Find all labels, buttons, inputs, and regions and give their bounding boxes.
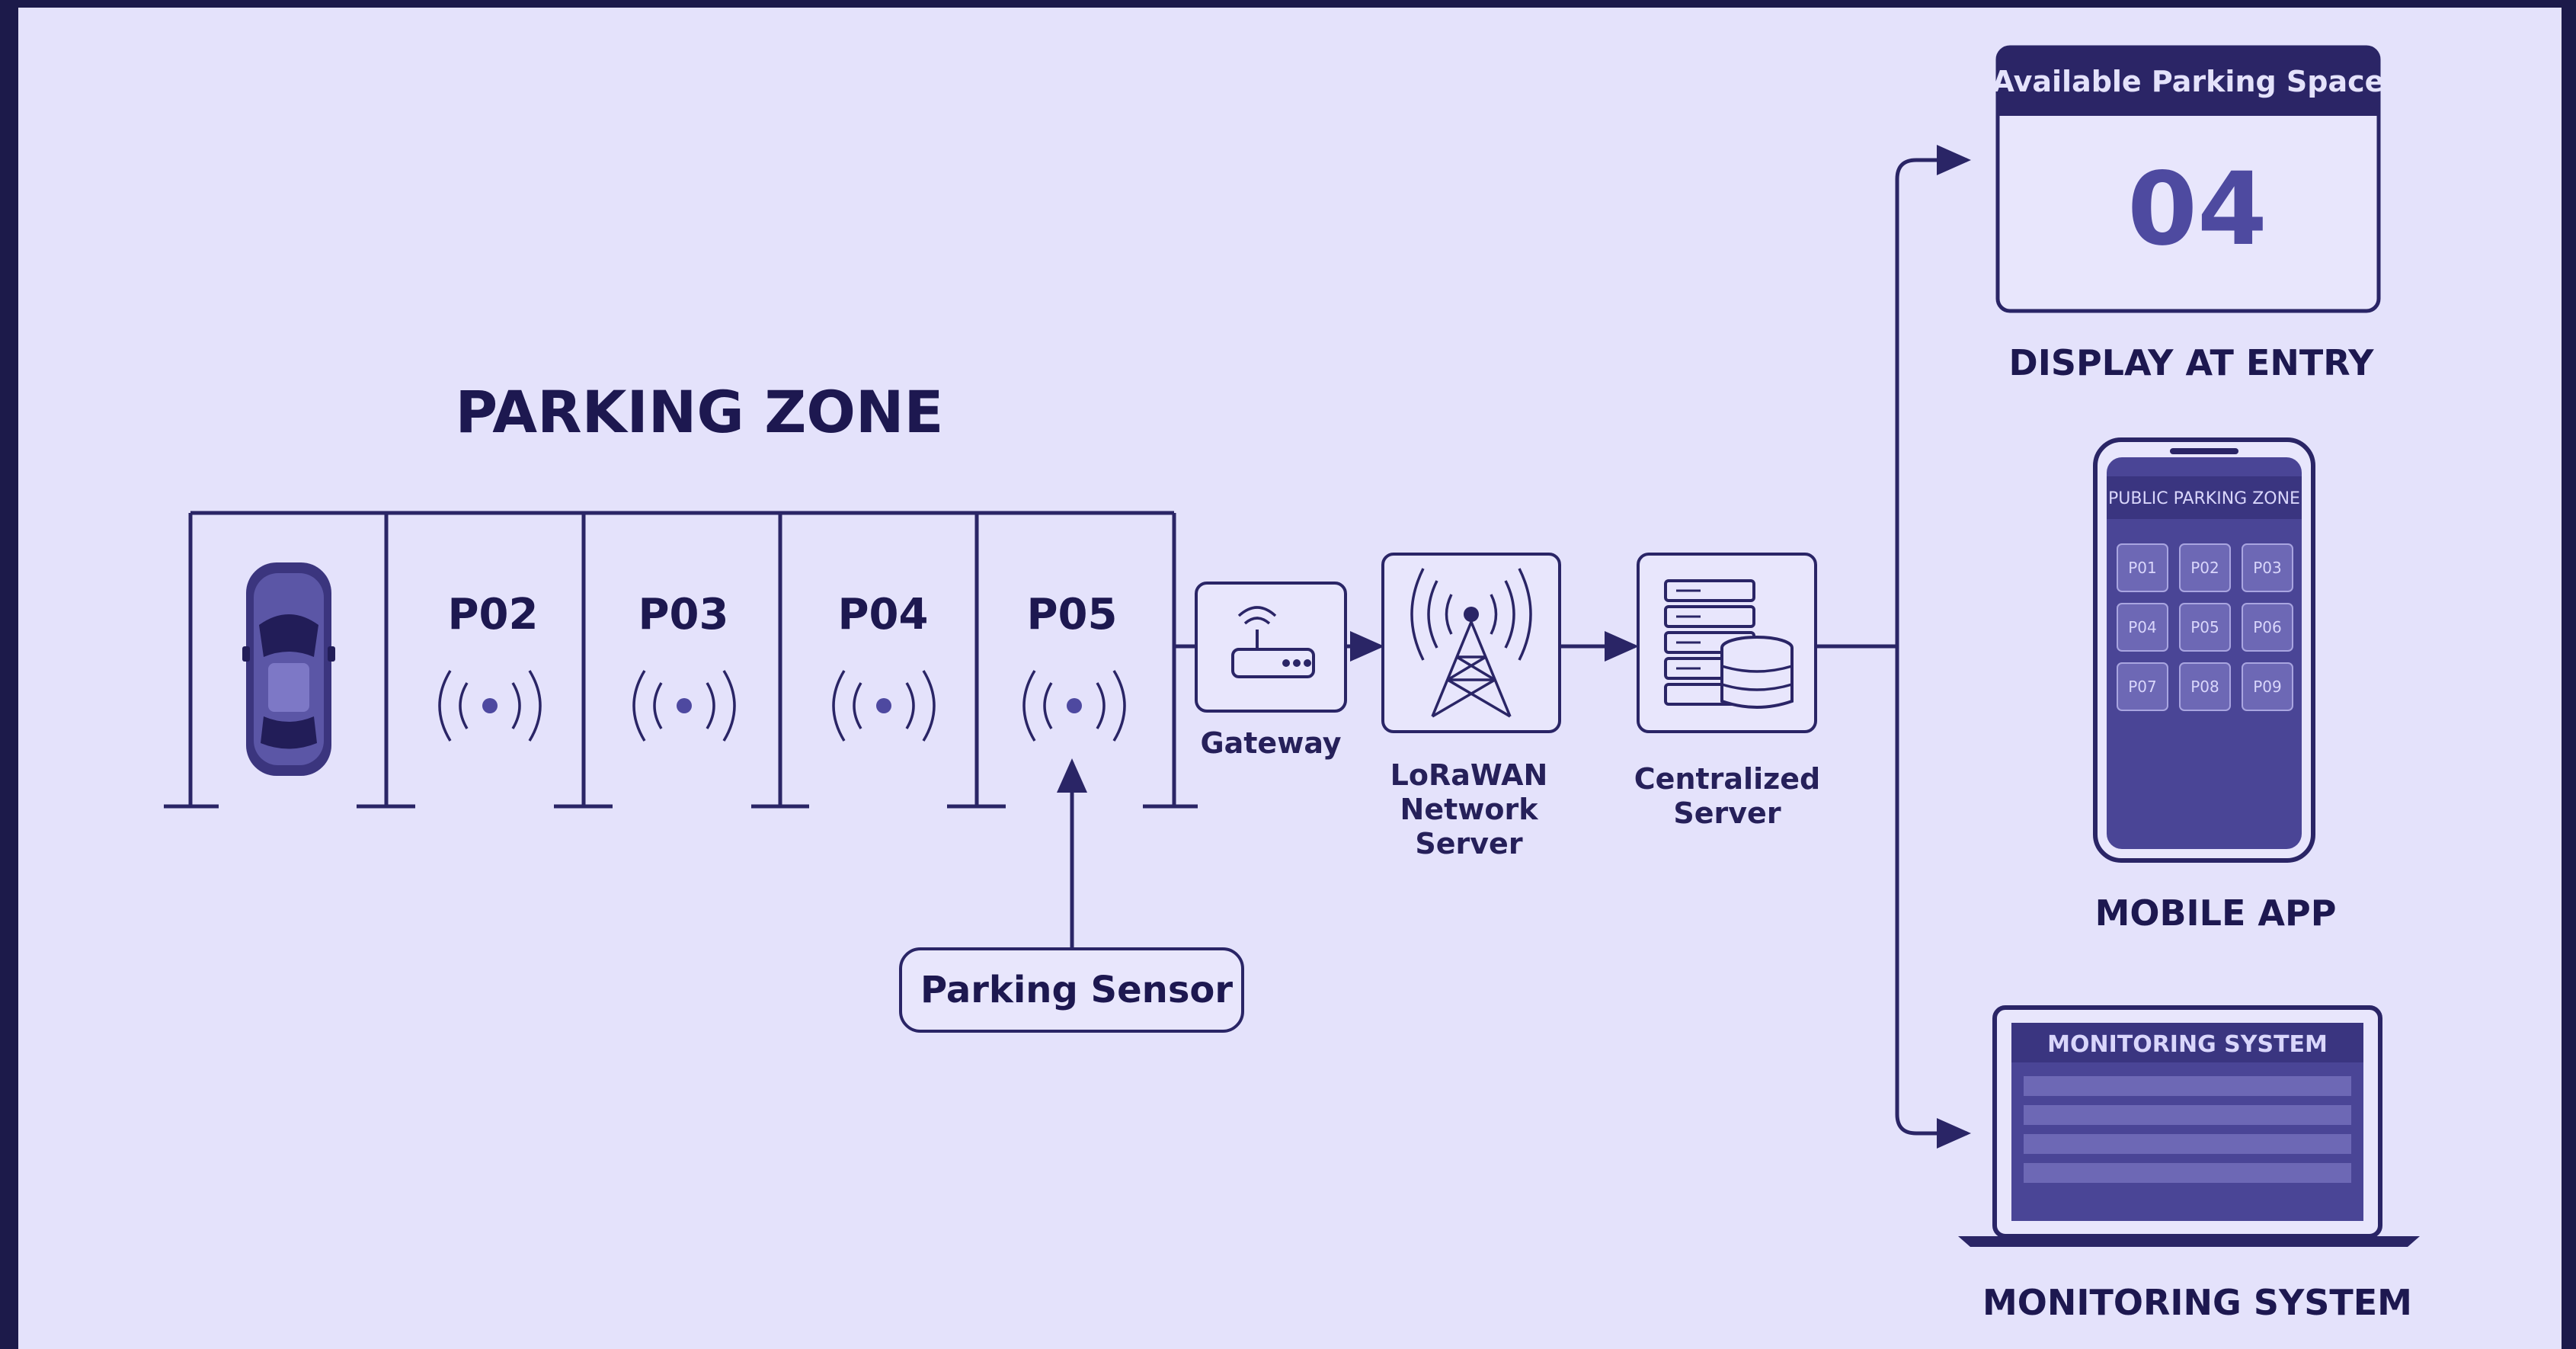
sensor-wave-icon-p04 bbox=[832, 670, 936, 742]
network-server-box bbox=[1381, 553, 1561, 733]
mobile-slot-label: P09 bbox=[2253, 678, 2282, 696]
mobile-slot-label: P02 bbox=[2190, 559, 2219, 577]
slot-label-p04: P04 bbox=[838, 590, 929, 639]
mobile-slot-grid bbox=[2117, 543, 2293, 711]
network-server-label-line3: Server bbox=[1415, 827, 1522, 860]
mobile-slot-label: P04 bbox=[2128, 618, 2157, 636]
central-server-label-line1: Centralized bbox=[1634, 762, 1820, 796]
parking-zone-title: PARKING ZONE bbox=[456, 378, 944, 446]
mobile-slot-label: P06 bbox=[2253, 618, 2282, 636]
gateway-label: Gateway bbox=[1200, 726, 1341, 760]
mobile-slot-cell bbox=[2117, 603, 2168, 652]
parking-zone-frame bbox=[164, 511, 1198, 809]
database-server-icon bbox=[1664, 579, 1794, 709]
mobile-slot-cell bbox=[2242, 662, 2293, 711]
mobile-slot-label: P08 bbox=[2190, 678, 2219, 696]
mobile-slot-label: P03 bbox=[2253, 559, 2282, 577]
sensor-wave-icon-p05 bbox=[1022, 670, 1126, 742]
laptop-monitor bbox=[1958, 1005, 2420, 1247]
mobile-slot-cell bbox=[2117, 662, 2168, 711]
monitoring-system-caption: MONITORING SYSTEM bbox=[1982, 1282, 2412, 1323]
mobile-slot-cell bbox=[2242, 543, 2293, 592]
distribution-connector bbox=[1816, 145, 1971, 1149]
mobile-slot-cell bbox=[2117, 543, 2168, 592]
parking-sensor-label: Parking Sensor bbox=[920, 969, 1233, 1011]
entry-display-panel bbox=[1995, 45, 2381, 313]
mobile-app-header: PUBLIC PARKING ZONE bbox=[2108, 489, 2300, 508]
antenna-tower-icon bbox=[1410, 568, 1532, 718]
car-icon bbox=[242, 562, 335, 776]
central-server-label-line2: Server bbox=[1673, 796, 1781, 830]
gateway-box bbox=[1195, 582, 1347, 713]
network-server-label-line2: Network bbox=[1400, 793, 1539, 826]
slot-label-p05: P05 bbox=[1027, 590, 1118, 639]
mobile-slot-label: P01 bbox=[2128, 559, 2157, 577]
monitoring-screen-header: MONITORING SYSTEM bbox=[2047, 1031, 2328, 1058]
mobile-slot-cell bbox=[2179, 603, 2231, 652]
display-header: Available Parking Space bbox=[1992, 65, 2385, 98]
available-space-count: 04 bbox=[2127, 151, 2267, 268]
mobile-slot-cell bbox=[2242, 603, 2293, 652]
slot-label-p03: P03 bbox=[638, 590, 729, 639]
mobile-slot-cell bbox=[2179, 543, 2231, 592]
network-server-label-line1: LoRaWAN bbox=[1390, 758, 1548, 792]
display-at-entry-caption: DISPLAY AT ENTRY bbox=[2009, 342, 2375, 383]
router-icon bbox=[1231, 606, 1315, 678]
slot-label-p02: P02 bbox=[448, 590, 539, 639]
parking-sensor-label-box bbox=[899, 947, 1244, 1033]
mobile-app-caption: MOBILE APP bbox=[2095, 892, 2337, 934]
mobile-slot-label: P07 bbox=[2128, 678, 2157, 696]
mobile-slot-cell bbox=[2179, 662, 2231, 711]
mobile-slot-label: P05 bbox=[2190, 618, 2219, 636]
sensor-wave-icon-p03 bbox=[632, 670, 736, 742]
sensor-wave-icon-p02 bbox=[438, 670, 542, 742]
